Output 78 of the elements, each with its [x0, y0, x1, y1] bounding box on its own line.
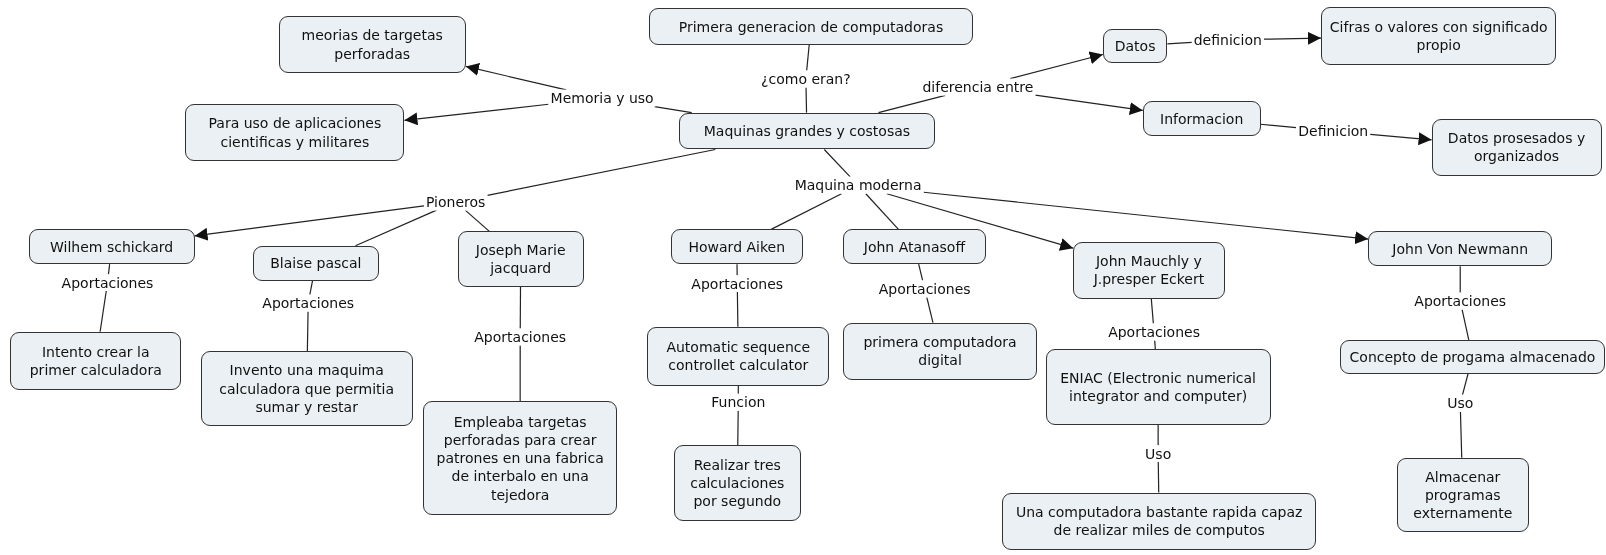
connector-line — [1166, 41, 1193, 45]
connector-line — [654, 106, 693, 114]
connector-line — [1461, 308, 1470, 341]
concept-box: Automatic sequence controllet calculator — [647, 326, 830, 387]
concept-box: Intento crear la primer calculadora — [10, 331, 182, 391]
arrow — [1034, 94, 1144, 116]
concept-box: Empleaba targetas perforadas para crear patrones en una fabrica de interbalo en una tejedora — [422, 401, 618, 516]
concept-box: Blaise pascal — [252, 245, 379, 281]
connector-line — [519, 286, 522, 330]
concept-box: Concepto de progama almacenado — [1340, 339, 1605, 374]
linking-phrase: Aportaciones — [1106, 323, 1202, 341]
arrow — [403, 103, 550, 126]
connector-line — [865, 193, 900, 230]
connector-line — [877, 94, 946, 114]
linking-phrase: Aportaciones — [689, 275, 786, 293]
connector-line — [1459, 265, 1461, 294]
connector-line — [1459, 411, 1463, 459]
linking-phrase: diferencia entre — [920, 78, 1036, 96]
linking-phrase: Aportaciones — [1412, 292, 1509, 310]
connector-line — [486, 148, 716, 196]
concept-box: Howard Aiken — [670, 229, 803, 265]
linking-phrase: Aportaciones — [260, 294, 357, 312]
linking-phrase: Memoria y uso — [548, 89, 656, 107]
connector-line — [805, 86, 808, 114]
connector-line — [823, 148, 851, 178]
concept-box: Datos — [1102, 28, 1168, 64]
arrow — [193, 205, 425, 241]
connector-line — [918, 263, 924, 281]
concept-box: Almacenar programas externamente — [1396, 457, 1529, 533]
concept-box: Invento una maquima calculadora que permitia sumar y restar — [200, 351, 413, 426]
linking-phrase: Aportaciones — [59, 274, 156, 291]
connector-line — [354, 209, 438, 247]
connector-line — [926, 296, 934, 324]
linking-phrase: Uso — [1143, 445, 1174, 462]
linking-phrase: Uso — [1445, 395, 1476, 412]
linking-phrase: Aportaciones — [472, 328, 569, 346]
concept-box: primera computadora digital — [842, 322, 1038, 380]
concept-box: Una computadora bastante rapida capaz de realizar miles de computos — [1002, 492, 1316, 550]
concept-box: Wilhem schickard — [28, 229, 195, 265]
connector-line — [736, 291, 739, 328]
linking-phrase: Pioneros — [424, 193, 488, 211]
linking-phrase: Aportaciones — [876, 280, 973, 298]
connector-line — [519, 344, 521, 402]
concept-box: ENIAC (Electronic numerical integrator and computer) — [1045, 349, 1271, 425]
arrow — [922, 191, 1369, 245]
linking-phrase: ¿como eran? — [759, 70, 853, 88]
connector-line — [806, 44, 810, 72]
concept-box: Joseph Marie jacquard — [457, 231, 584, 287]
connector-line — [736, 263, 738, 276]
arrow — [1009, 51, 1104, 80]
connector-line — [306, 310, 309, 352]
concept-box: John Atanasoff — [842, 229, 987, 265]
connector-line — [1259, 123, 1297, 129]
connector-line — [1461, 373, 1469, 396]
arrow — [1263, 31, 1322, 45]
linking-phrase: Funcion — [709, 394, 768, 411]
connector-line — [107, 263, 111, 275]
connector-line — [1150, 298, 1154, 324]
connector-line — [770, 193, 843, 230]
connector-line — [464, 209, 490, 232]
connector-line — [1154, 339, 1156, 350]
concept-box: John Von Newmann — [1368, 231, 1553, 267]
concept-box: John Mauchly y J.presper Eckert — [1073, 241, 1225, 299]
concept-box: Cifras o valores con significado propio — [1320, 7, 1557, 65]
arrow — [886, 193, 1074, 251]
connector-line — [737, 410, 739, 447]
concept-box: meorias de targetas perforadas — [278, 16, 466, 73]
concept-box: Primera generacion de computadoras — [649, 8, 973, 46]
concept-box: Realizar tres calculaciones por segundo — [673, 445, 801, 522]
arrow — [1369, 132, 1433, 146]
concept-box: Informacion — [1142, 101, 1261, 137]
concept-box: Datos prosesados y organizados — [1431, 118, 1602, 177]
concept-box: Maquinas grandes y costosas — [678, 112, 935, 150]
connector-line — [309, 279, 314, 296]
connector-line — [1157, 424, 1159, 446]
concept-box: Para uso de aplicaciones cientificas y militares — [185, 104, 405, 161]
connector-line — [1157, 461, 1160, 494]
connector-line — [99, 290, 107, 333]
